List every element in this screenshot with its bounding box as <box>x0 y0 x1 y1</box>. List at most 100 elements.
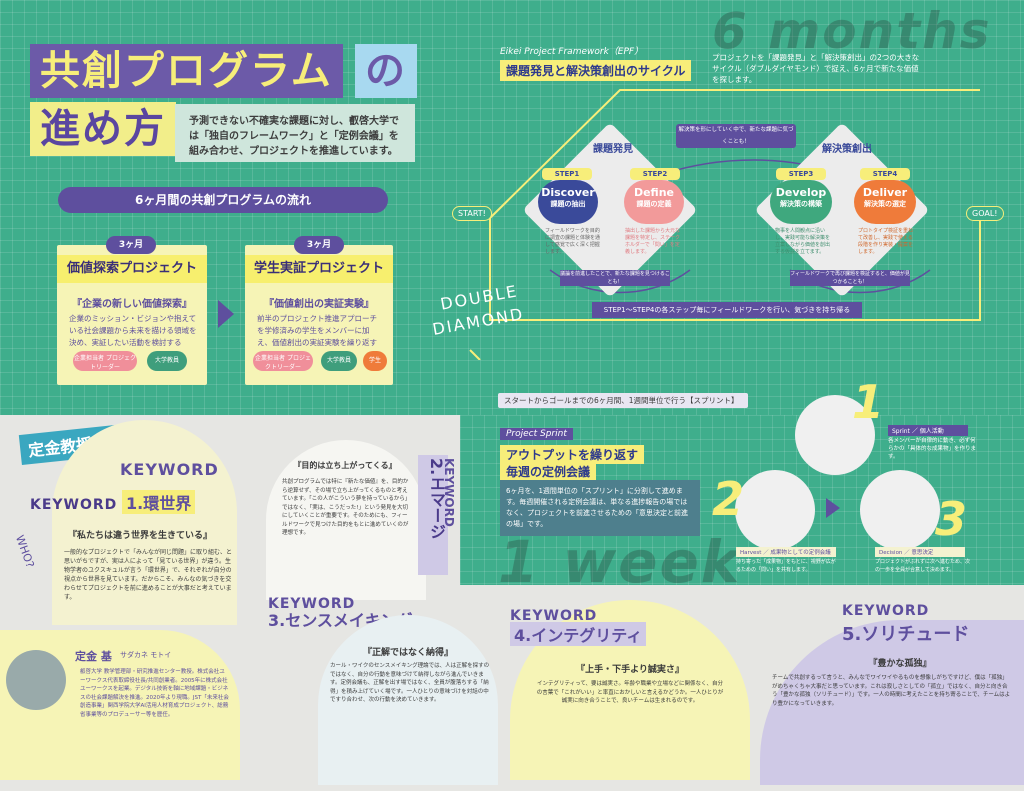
bg-word-6months: 6 months <box>712 2 992 60</box>
keyword5-title: 5.ソリチュード <box>842 624 970 645</box>
step4-desc: プロトタイプ検証を重ねて改善し、実践で使える段階を作り実装・提案をします。 <box>858 228 914 255</box>
keyword1-body: 一般的なプロジェクトで「みんなが同じ問題」に取り組む、と思いがちですが、実は人に… <box>64 549 233 601</box>
keyword1-label: KEYWORD <box>30 497 118 513</box>
flow-card-1: 価値探索プロジェクト 『企業の新しい価値探索』 企業のミッション・ビジョンや抱え… <box>57 245 207 385</box>
keyword2-label: KEYWORD <box>442 458 456 527</box>
avatar <box>6 650 66 710</box>
keyword2-card <box>266 440 426 600</box>
keyword2-title-bg <box>418 455 448 575</box>
step2-ja: 課題の定義 <box>636 200 672 208</box>
keyword1-big-label: KEYWORD <box>120 460 219 479</box>
keyword3-label: KEYWORD <box>268 596 356 612</box>
s3-title: Decision ／ 意思決定 <box>875 547 965 557</box>
step1-en: Discover <box>541 186 595 199</box>
step1-desc: フィールドワークを目的に調査の課題と体験を通して感覚で広く深く把握します。 <box>545 228 601 255</box>
keyword3-body: カール・ワイクのセンスメイキング理論では、人は正解を探すのではなく、自分の行動を… <box>330 663 490 703</box>
profile-name: 定金 基 <box>75 650 112 663</box>
sprint-number-1: 1 <box>852 375 885 429</box>
keyword4-body: インテグリティって、要は誠実さ。年齢や職業や立場などに関係なく、自分の言葉で「こ… <box>536 681 724 704</box>
step4-en: Deliver <box>862 186 908 199</box>
title-line2: 進め方 <box>30 102 176 156</box>
step4-label: STEP4 <box>860 168 910 180</box>
epf-label: Eikei Project Framework（EPF） <box>500 47 644 57</box>
flow-card-2-tag-2: 大学教員 <box>321 351 357 371</box>
flow-card-1-tag-2: 大学教員 <box>147 351 187 371</box>
title-lead: 予測できない不確実な課題に対し、叡啓大学では「独自のフレームワーク」と「定例会議… <box>175 104 415 162</box>
flow-card-2-months: 3ヶ月 <box>294 236 344 254</box>
step3-desc: 物事を人間観点に沿いし、実践可能な解決策を立案しながら価値を創出する仮説を立てま… <box>775 228 831 255</box>
keyword2-title: 2.エマージ <box>427 458 446 540</box>
step3-circle: Develop 解決策の構築 <box>770 180 832 224</box>
keyword5-label: KEYWORD <box>842 603 930 619</box>
epf-title: 課題発見と解決策創出のサイクル <box>500 60 692 81</box>
keyword2-body: 共創プログラムでは特に『新たな価値』を、目的から逆算せず、その場で立ち上がってく… <box>282 479 411 536</box>
keyword5-body: チームで共創するって言うと、みんなでワイワイやるものを想像しがちですけど、僕は「… <box>772 675 1011 707</box>
keyword2-quote: 『目的は立ち上がってくる』 <box>293 461 397 470</box>
sprint-arrow <box>826 498 840 518</box>
s2-title: Harvest ／ 成果物としての定例会議 <box>736 547 836 557</box>
keyword1-quote: 『私たちは違う世界を生きている』 <box>67 531 212 541</box>
step3-label: STEP3 <box>776 168 826 180</box>
flow-card-1-quote: 『企業の新しい価値探索』 <box>72 299 192 310</box>
sprint-title-1: アウトプットを繰り返す <box>500 445 645 464</box>
loop1-note: 議論を前進したことで、新たな課題を見つけることも！ <box>560 270 670 286</box>
s2-desc: 持ち寄った「成果物」をもとに、視野が広がるための「問い」を共有します。 <box>736 559 836 573</box>
step4-circle: Deliver 解決策の選定 <box>854 180 916 224</box>
flow-card-1-tag-1: 企業担当者 プロジェクトリーダー <box>73 351 137 371</box>
epf-goal: GOAL! <box>966 206 1004 221</box>
sprint-title-2: 毎週の定例会議 <box>500 462 597 481</box>
step2-circle: Define 課題の定義 <box>624 180 684 224</box>
keyword4-title: 4.インテグリティ <box>510 622 647 646</box>
step1-ja: 課題の抽出 <box>550 200 586 208</box>
s1-desc: 各メンバーが自律的に動き、必ず何らかの「具体的な成果物」を作ります。 <box>888 438 977 460</box>
sprint-label: Project Sprint <box>500 428 573 440</box>
keyword5-quote: 『豊かな孤独』 <box>868 659 932 669</box>
who-label: WHO? <box>12 533 37 570</box>
title-line1-end: の <box>355 44 417 98</box>
keyword4-quote: 『上手・下手より誠実さ』 <box>576 665 684 675</box>
step3-ja: 解決策の構築 <box>780 200 822 208</box>
step2-label: STEP2 <box>630 168 680 180</box>
sprint-number-3: 3 <box>935 492 968 546</box>
flow-card-2-title: 学生実証プロジェクト <box>245 255 393 283</box>
flow-card-2-tag-1: 企業担当者 プロジェクトリーダー <box>253 351 313 371</box>
sprint-circle-1 <box>795 395 875 475</box>
keyword3-card <box>318 615 498 785</box>
sprint-circle-2 <box>735 470 815 550</box>
profile-text: 叡啓大学 教学管理部・研究推進センター教授。株式会社ユーワークス代表取締役社長/… <box>80 669 229 718</box>
step3-en: Develop <box>775 186 827 199</box>
sprint-header: スタートからゴールまでの6ヶ月間、1週間単位で行う【スプリント】 <box>498 393 748 408</box>
keyword1-title: 1.環世界 <box>122 490 196 514</box>
sprint-desc: 6ヶ月を、1週間単位の「スプリント」に分割して進めます。毎週開催される定例会議は… <box>500 480 700 536</box>
flow-card-1-title: 価値探索プロジェクト <box>57 255 207 283</box>
flow-card-1-months: 3ヶ月 <box>106 236 156 254</box>
title-line1: 共創プログラム <box>30 44 343 98</box>
sprint-number-2: 2 <box>712 472 745 526</box>
flow-card-2-desc: 前半のプロジェクト推進アプローチを学修済みの学生をメンバーに加え、価値創出の実証… <box>257 314 377 347</box>
keyword3-quote: 『正解ではなく納得』 <box>362 648 453 658</box>
loop2-note: フィールドワークで再び課題を検証すると、価値が見つかることも！ <box>790 270 910 286</box>
step2-desc: 抽出した課題から大元な課題を特定し、ステークホルダーで「問い」を定義します。 <box>625 228 681 255</box>
s1-title: Sprint ／ 個人活動 <box>888 425 968 436</box>
phase1-label: 課題発見 <box>593 144 633 155</box>
step4-ja: 解決策の選定 <box>864 200 906 208</box>
flow-card-2-quote: 『価値創出の実証実験』 <box>264 299 374 310</box>
keyword1-card <box>52 420 237 625</box>
sprint-circle-3 <box>860 470 940 550</box>
step1-circle: Discover 課題の抽出 <box>538 180 598 224</box>
bg-word-1week: 1 week <box>498 528 742 596</box>
step1-label: STEP1 <box>542 168 592 180</box>
flow-header: 6ヶ月間の共創プログラムの流れ <box>58 187 388 213</box>
step2-en: Define <box>633 186 675 199</box>
phase2-label: 解決策創出 <box>822 144 872 155</box>
flow-card-2: 学生実証プロジェクト 『価値創出の実証実験』 前半のプロジェクト推進アプローチを… <box>245 245 393 385</box>
s3-desc: プロジェクトがぶれずに次へ進むため、次の一歩を全員が合意して決めます。 <box>875 559 971 573</box>
flow-card-1-desc: 企業のミッション・ビジョンや抱えている社会課題から未来を描ける領域を決め、実証し… <box>69 314 197 347</box>
flow-arrow <box>218 300 234 328</box>
profile-kana: サダカネ モトイ <box>120 651 172 659</box>
keyword4-label: KEYWORD <box>510 608 598 624</box>
flow-card-2-tag-3: 学生 <box>363 351 387 371</box>
epf-note: プロジェクトを「課題発見」と「解決策創出」の2つの大きなサイクル（ダブルダイヤモ… <box>712 53 920 84</box>
epf-bottom-bar: STEP1〜STEP4の各ステップ毎にフィールドワークを行い、気づきを持ち帰る <box>592 302 862 318</box>
epf-top-note: 解決策を形にしていく中で、新たな課題に気づくことも！ <box>676 124 796 148</box>
